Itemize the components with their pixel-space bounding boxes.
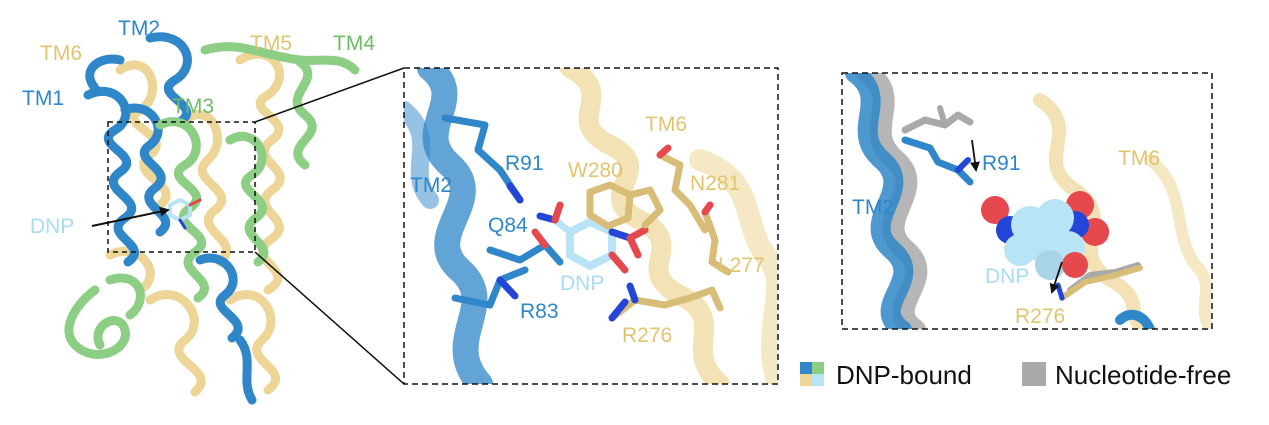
comparison-r91-residue: [901, 105, 974, 186]
overview-label-tm2: TM2: [118, 17, 160, 40]
closeup-label-r276: R276: [622, 324, 672, 347]
comparison-label-dnp: DNP: [985, 265, 1029, 288]
legend: DNP-bound Nucleotide-free: [800, 360, 1231, 390]
closeup-label-l277: L277: [718, 254, 765, 277]
closeup-label-tm2: TM2: [410, 174, 452, 197]
overview-blue-helices: [83, 32, 257, 405]
closeup-label-q84: Q84: [488, 214, 528, 237]
comparison-r91-arrow: [969, 139, 980, 172]
closeup-label-w280: W280: [568, 159, 623, 182]
closeup-panel: TM6 R91 TM2 W280 N281 Q84 L277 DNP R83 R…: [403, 67, 779, 385]
closeup-blue-residues: [441, 114, 564, 309]
residue-r91-sticks: [441, 114, 524, 204]
closeup-label-tm6: TM6: [645, 113, 687, 136]
comparison-label-r276: R276: [1015, 305, 1065, 328]
closeup-label-r83: R83: [520, 300, 559, 323]
residue-l277-sticks: [701, 208, 732, 276]
residue-r83-sticks: [451, 266, 529, 309]
overview-panel: TM2 TM6 TM1 TM3 TM5 TM4 DNP: [22, 17, 375, 405]
overview-label-tm1: TM1: [22, 87, 64, 110]
residue-n281-sticks: [656, 151, 709, 234]
closeup-label-dnp: DNP: [560, 272, 604, 295]
residue-q84-sticks: [486, 241, 564, 266]
closeup-label-r91: R91: [505, 152, 544, 175]
closeup-label-n281: N281: [690, 172, 740, 195]
residue-r276-sticks: [608, 286, 724, 322]
legend-label-nucleotide-free: Nucleotide-free: [1055, 360, 1231, 390]
zoom-connector-bottom: [254, 251, 405, 385]
closeup-tm2-ribbon: [404, 68, 493, 384]
overview-label-tm6: TM6: [40, 42, 82, 65]
comparison-frame: [841, 72, 1213, 330]
comparison-r276-arrow: [1049, 261, 1063, 294]
legend-label-dnp-bound: DNP-bound: [836, 360, 972, 390]
closeup-frame: [403, 67, 779, 385]
comparison-tm2-gray-ribbon: [857, 73, 928, 329]
overview-label-dnp: DNP: [30, 215, 74, 238]
comparison-dnp-spheres: [981, 191, 1109, 280]
residue-w280-sticks: [586, 181, 664, 230]
legend-swatch-dnp-bound: [800, 362, 824, 386]
comparison-tm2-blue-ribbon: [845, 73, 914, 329]
overview-label-tm4: TM4: [333, 32, 375, 55]
zoom-connector-top: [254, 67, 405, 123]
legend-swatch-nucleotide-free: [1022, 362, 1046, 386]
closeup-tm6-ribbon: [560, 68, 778, 384]
overview-zoom-box: [107, 121, 256, 253]
overview-dnp-ligand: [168, 197, 202, 230]
overview-label-tm5: TM5: [250, 32, 292, 55]
comparison-label-tm6: TM6: [1118, 147, 1160, 170]
closeup-wheat-residues: [586, 144, 732, 322]
comparison-label-tm2: TM2: [852, 196, 894, 219]
overview-label-tm3: TM3: [172, 95, 214, 118]
comparison-panel: TM6 R91 TM2 DNP R276: [841, 72, 1213, 330]
comparison-label-r91: R91: [982, 152, 1021, 175]
closeup-dnp-ligand: [536, 201, 649, 274]
overview-dnp-arrow: [91, 206, 170, 227]
